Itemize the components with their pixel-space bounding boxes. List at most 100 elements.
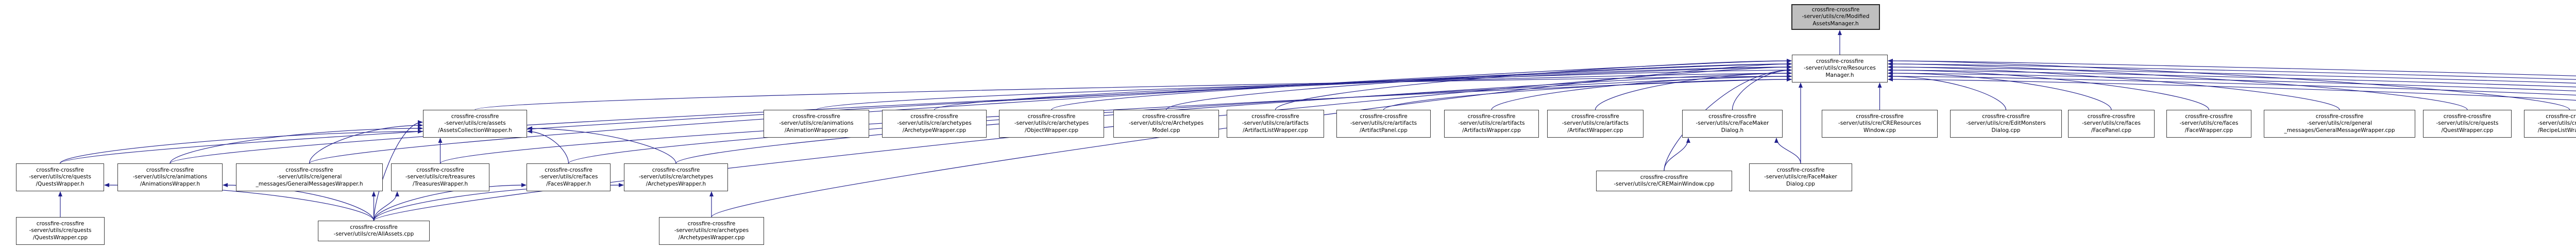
edge-fmd-cpp-to-fmd-h xyxy=(1774,138,1801,164)
graph-node-label-line: crossfire-crossfire xyxy=(1816,58,1864,64)
edge-emd-cpp-to-rm-h xyxy=(1888,74,2007,110)
graph-node-label-line: crossfire-crossfire xyxy=(146,167,194,173)
graph-node-anw-h[interactable]: crossfire-crossfire-server/utils/cre/ani… xyxy=(117,163,223,191)
graph-node-fw-cpp[interactable]: crossfire-crossfire-server/utils/cre/fac… xyxy=(2166,110,2251,138)
graph-node-label-line: /QuestsWrapper.cpp xyxy=(32,234,88,241)
graph-node-label-line: -server/utils/cre/general xyxy=(2307,120,2372,127)
graph-node-label-line: /ArchetypesWrapper.cpp xyxy=(678,234,745,241)
edge-aa-cpp-to-fcw-h xyxy=(373,183,527,221)
graph-node-label-line: Model.cpp xyxy=(1152,127,1180,134)
graph-node-label-line: -server/utils/cre/artifacts xyxy=(1562,120,1629,127)
graph-node-label-line: /QuestsWrapper.h xyxy=(36,180,84,187)
graph-node-alw-cpp[interactable]: crossfire-crossfire-server/utils/cre/art… xyxy=(1227,110,1324,138)
graph-node-label-line: -server/utils/cre/faces xyxy=(2082,120,2141,127)
edge-anw-h-to-acw-h xyxy=(170,126,423,164)
edge-gmsg-cpp-to-rm-h xyxy=(1888,65,2340,110)
graph-node-label-line: crossfire-crossfire xyxy=(1251,113,1299,120)
edge-gmw-h-to-rm-h xyxy=(309,59,1792,164)
graph-node-rm-h[interactable]: crossfire-crossfire-server/utils/cre/Res… xyxy=(1792,55,1888,82)
graph-node-label-line: crossfire-crossfire xyxy=(1708,113,1756,120)
graph-node-label-line: crossfire-crossfire xyxy=(1467,113,1516,120)
graph-node-label-line: crossfire-crossfire xyxy=(2087,113,2136,120)
graph-node-label-line: crossfire-crossfire xyxy=(1027,113,1076,120)
graph-node-label-line: /FacePanel.cpp xyxy=(2091,127,2132,134)
graph-node-label-line: crossfire-crossfire xyxy=(1142,113,1190,120)
edge-qsw-h-to-rm-h xyxy=(59,65,1792,164)
graph-node-arch-cpp[interactable]: crossfire-crossfire-server/utils/cre/arc… xyxy=(882,110,987,138)
edge-aa-cpp-to-acw-h xyxy=(373,120,423,221)
graph-node-label-line: crossfire-crossfire xyxy=(451,113,499,120)
edge-aw-cpp-to-rm-h xyxy=(1595,71,1792,110)
edge-acw-h-to-rm-h xyxy=(474,74,1792,110)
graph-node-label-line: -server/utils/cre/Archetypes xyxy=(1128,120,1204,127)
graph-node-label-line: crossfire-crossfire xyxy=(1776,167,1825,173)
graph-node-fmd-cpp[interactable]: crossfire-crossfire-server/utils/cre/Fac… xyxy=(1749,163,1852,191)
graph-node-label-line: -server/utils/cre/quests xyxy=(29,227,92,234)
edge-rw-cpp-to-rm-h xyxy=(1888,74,2576,96)
graph-node-qsw-h[interactable]: crossfire-crossfire-server/utils/cre/que… xyxy=(16,163,104,191)
graph-node-arw-h[interactable]: crossfire-crossfire-server/utils/cre/arc… xyxy=(624,163,728,191)
graph-node-fp-cpp[interactable]: crossfire-crossfire-server/utils/cre/fac… xyxy=(2068,110,2155,138)
graph-node-cmw-cpp[interactable]: crossfire-crossfire-server/utils/cre/CRE… xyxy=(1596,171,1732,191)
graph-node-ap-cpp[interactable]: crossfire-crossfire-server/utils/cre/art… xyxy=(1336,110,1431,138)
graph-node-label-line: -server/utils/cre/archetypes xyxy=(674,227,749,234)
graph-node-obj-cpp[interactable]: crossfire-crossfire-server/utils/cre/arc… xyxy=(999,110,1104,138)
graph-node-asw-cpp[interactable]: crossfire-crossfire-server/utils/cre/art… xyxy=(1444,110,1539,138)
graph-node-label-line: /ArtifactPanel.cpp xyxy=(1360,127,1408,134)
graph-node-aa-cpp[interactable]: crossfire-crossfire-server/utils/cre/All… xyxy=(318,221,430,241)
graph-node-trw-h[interactable]: crossfire-crossfire-server/utils/cre/tre… xyxy=(391,163,489,191)
graph-node-acw-h[interactable]: crossfire-crossfire-server/utils/cre/ass… xyxy=(423,110,527,138)
edge-obj-cpp-to-rm-h xyxy=(1051,65,1792,110)
graph-node-label-line: crossfire-crossfire xyxy=(545,167,592,173)
edge-rgsw-cpp-to-rm-h xyxy=(1888,71,2576,91)
graph-node-gmsg-cpp[interactable]: crossfire-crossfire-server/utils/cre/gen… xyxy=(2264,110,2415,138)
edge-tlw-cpp-to-rm-h xyxy=(1888,62,2576,80)
graph-node-label-line: -server/utils/cre/EditMonsters xyxy=(1966,120,2046,127)
edge-tw-cpp-to-rm-h xyxy=(1888,59,2576,76)
edge-anw-h-to-rm-h xyxy=(170,62,1792,164)
graph-node-label-line: /TreasuresWrapper.h xyxy=(412,180,468,187)
graph-node-label-line: -server/utils/cre/animations xyxy=(132,174,208,180)
graph-node-label-line: crossfire-crossfire xyxy=(652,167,700,173)
graph-node-label-line: -server/utils/cre/recipes xyxy=(2537,120,2576,127)
graph-node-aw-cpp[interactable]: crossfire-crossfire-server/utils/cre/art… xyxy=(1547,110,1643,138)
graph-node-label-line: -server/utils/cre/FaceMaker xyxy=(1764,174,1837,180)
graph-node-label-line: /FacesWrapper.h xyxy=(546,180,591,187)
graph-node-label-line: /AnimationsWrapper.h xyxy=(140,180,200,187)
graph-node-label-line: _messages/GeneralMessageWrapper.cpp xyxy=(2284,127,2395,134)
graph-node-mam-h[interactable]: crossfire-crossfire-server/utils/cre/Mod… xyxy=(1791,4,1880,30)
graph-node-label-line: crossfire-crossfire xyxy=(792,113,840,120)
graph-node-arw-cpp[interactable]: crossfire-crossfire-server/utils/cre/arc… xyxy=(659,217,764,245)
graph-node-label-line: /AssetsCollectionWrapper.h xyxy=(438,127,512,134)
graph-node-fmd-h[interactable]: crossfire-crossfire-server/utils/cre/Fac… xyxy=(1682,110,1783,138)
graph-node-rlw-cpp[interactable]: crossfire-crossfire-server/utils/cre/rec… xyxy=(2524,110,2576,138)
graph-node-label-line: crossfire-crossfire xyxy=(350,224,398,230)
graph-node-label-line: crossfire-crossfire xyxy=(36,220,84,227)
graph-node-label-line: crossfire-crossfire xyxy=(1811,6,1860,13)
graph-node-label-line: /FaceWrapper.cpp xyxy=(2184,127,2233,134)
graph-node-fcw-h[interactable]: crossfire-crossfire-server/utils/cre/fac… xyxy=(527,163,611,191)
edge-arw-h-to-rm-h xyxy=(675,71,1792,164)
graph-node-label-line: crossfire-crossfire xyxy=(687,220,736,227)
graph-node-label-line: -server/utils/cre/artifacts xyxy=(1458,120,1525,127)
graph-node-label-line: Dialog.cpp xyxy=(1786,180,1815,187)
graph-node-crw-cpp[interactable]: crossfire-crossfire-server/utils/cre/CRE… xyxy=(1822,110,1938,138)
graph-node-label-line: crossfire-crossfire xyxy=(2185,113,2233,120)
graph-node-label-line: /ArchetypesWrapper.h xyxy=(646,180,706,187)
graph-node-label-line: crossfire-crossfire xyxy=(285,167,333,173)
graph-node-label-line: /ArtifactWrapper.cpp xyxy=(1567,127,1623,134)
graph-node-am-cpp[interactable]: crossfire-crossfire-server/utils/cre/Arc… xyxy=(1113,110,1219,138)
graph-node-qw-cpp[interactable]: crossfire-crossfire-server/utils/cre/que… xyxy=(2423,110,2512,138)
graph-node-label-line: -server/utils/cre/Resources xyxy=(1804,65,1876,72)
edge-arch-cpp-to-rm-h xyxy=(934,68,1792,110)
graph-node-emd-cpp[interactable]: crossfire-crossfire-server/utils/cre/Edi… xyxy=(1950,110,2062,138)
graph-node-label-line: Dialog.cpp xyxy=(1991,127,2021,134)
graph-node-label-line: -server/utils/cre/CREMainWindow.cpp xyxy=(1614,181,1715,187)
graph-node-anim-cpp[interactable]: crossfire-crossfire-server/utils/cre/ani… xyxy=(764,110,869,138)
graph-node-qsw-cpp[interactable]: crossfire-crossfire-server/utils/cre/que… xyxy=(16,217,105,245)
graph-node-label-line: -server/utils/cre/archetypes xyxy=(1014,120,1089,127)
graph-node-label-line: -server/utils/cre/animations xyxy=(779,120,854,127)
graph-node-gmw-h[interactable]: crossfire-crossfire-server/utils/cre/gen… xyxy=(236,163,383,191)
edge-cmw-cpp-to-fmd-h xyxy=(1664,138,1690,171)
